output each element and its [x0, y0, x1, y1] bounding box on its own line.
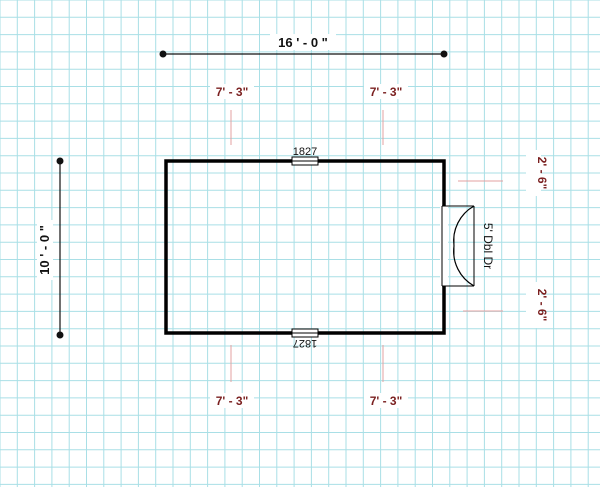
window-top: 1827 [291, 146, 319, 166]
overall-width-label: 16 ' - 0 " [278, 35, 328, 50]
top-left-segment-label: 7' - 3" [216, 85, 249, 99]
door-label: 5' Dbl Dr [481, 223, 495, 269]
bottom-left-segment-label: 7' - 3" [216, 394, 249, 408]
window-bottom: 1827 [291, 328, 319, 349]
window-bottom-label: 1827 [293, 337, 317, 349]
overall-width-dimension: 16 ' - 0 " [159, 34, 448, 58]
right-upper-segment-label: 2' - 6" [535, 157, 549, 190]
right-segment-dimensions: 2' - 6" 2' - 6" [458, 150, 549, 328]
right-lower-segment-label: 2' - 6" [535, 289, 549, 322]
top-segment-dimensions: 7' - 3" 7' - 3" [210, 84, 408, 145]
window-top-label: 1827 [293, 146, 317, 158]
top-right-segment-label: 7' - 3" [370, 85, 403, 99]
bottom-right-segment-label: 7' - 3" [370, 394, 403, 408]
overall-depth-label: 10 ' - 0 " [37, 225, 52, 275]
double-door: 5' Dbl Dr [440, 205, 495, 287]
overall-depth-dimension: 10 ' - 0 " [37, 157, 64, 339]
bottom-segment-dimensions: 7' - 3" 7' - 3" [210, 345, 408, 408]
